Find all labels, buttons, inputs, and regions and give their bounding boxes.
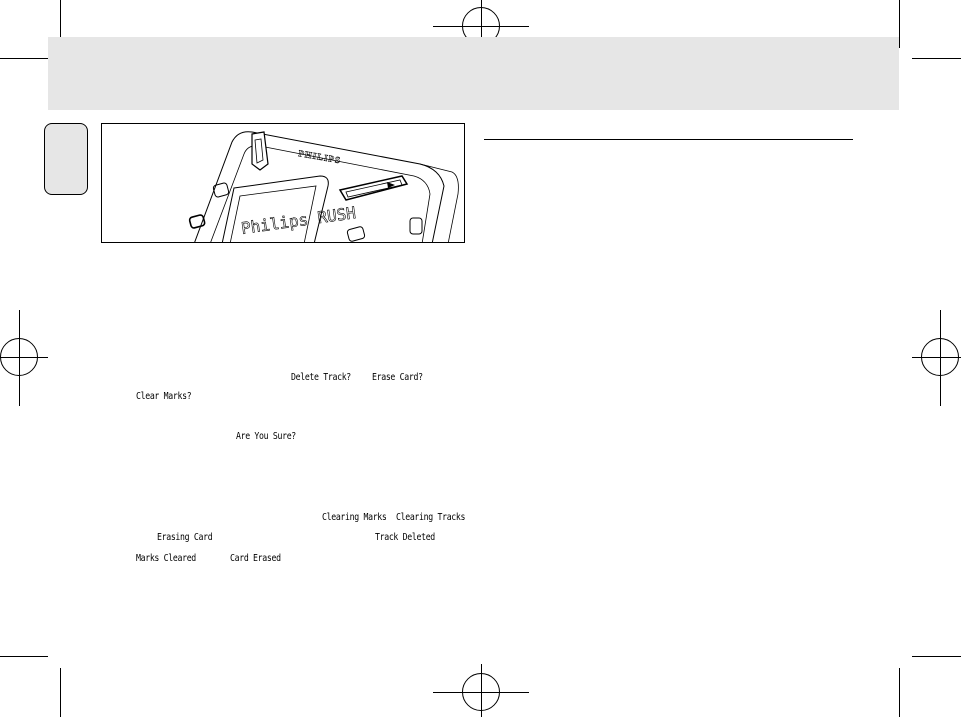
msg-track-deleted: Track Deleted xyxy=(375,532,435,543)
msg-are-you-sure: Are You Sure? xyxy=(236,431,296,442)
crop-mark xyxy=(899,0,900,48)
msg-clearing-tracks: Clearing Tracks xyxy=(396,512,466,523)
msg-delete-track: Delete Track? xyxy=(291,372,351,383)
msg-clearing-marks: Clearing Marks xyxy=(322,512,387,523)
crop-mark xyxy=(899,668,900,717)
crop-mark xyxy=(912,58,961,59)
section-rule xyxy=(484,139,853,140)
msg-erase-card: Erase Card? xyxy=(372,372,423,383)
crop-mark xyxy=(0,58,48,59)
brand-logo: PHILIPS xyxy=(298,148,342,165)
crop-mark xyxy=(60,668,61,717)
device-illustration: Philips RUSH PHILIPS xyxy=(101,123,465,243)
msg-erasing-card: Erasing Card xyxy=(157,532,213,543)
msg-card-erased: Card Erased xyxy=(230,553,281,564)
language-tab xyxy=(44,123,88,195)
msg-marks-cleared: Marks Cleared xyxy=(136,553,196,564)
crop-mark xyxy=(0,656,48,657)
crop-mark xyxy=(912,656,961,657)
device-drawing: Philips RUSH PHILIPS xyxy=(188,131,459,242)
header-band xyxy=(48,37,899,110)
crop-mark xyxy=(60,0,61,48)
msg-clear-marks: Clear Marks? xyxy=(136,391,192,402)
